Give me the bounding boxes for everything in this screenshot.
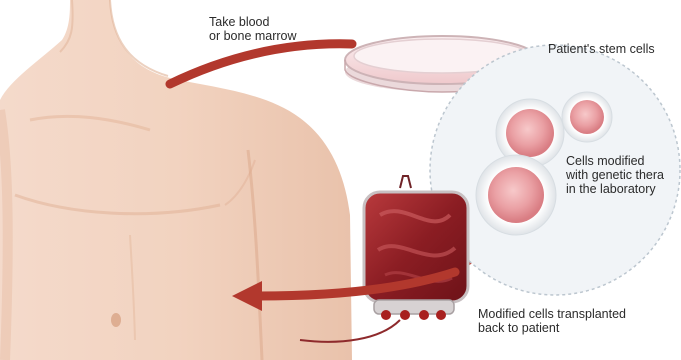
label-line: Take blood — [209, 15, 297, 29]
label-line: with genetic thera — [566, 168, 664, 182]
cell-icon — [570, 100, 604, 134]
label-line: Patient's stem cells — [548, 42, 655, 56]
label-line: Modified cells transplanted — [478, 307, 626, 321]
label-line: or bone marrow — [209, 29, 297, 43]
label-line: Cells modified — [566, 154, 664, 168]
label-take-blood: Take blood or bone marrow — [209, 15, 297, 43]
label-line: back to patient — [478, 321, 626, 335]
label-cells-modified: Cells modified with genetic thera in the… — [566, 154, 664, 196]
label-transplanted: Modified cells transplanted back to pati… — [478, 307, 626, 335]
cell-icon — [506, 109, 554, 157]
label-line: in the laboratory — [566, 182, 664, 196]
cell-icon — [488, 167, 544, 223]
label-stem-cells: Patient's stem cells — [548, 42, 655, 56]
